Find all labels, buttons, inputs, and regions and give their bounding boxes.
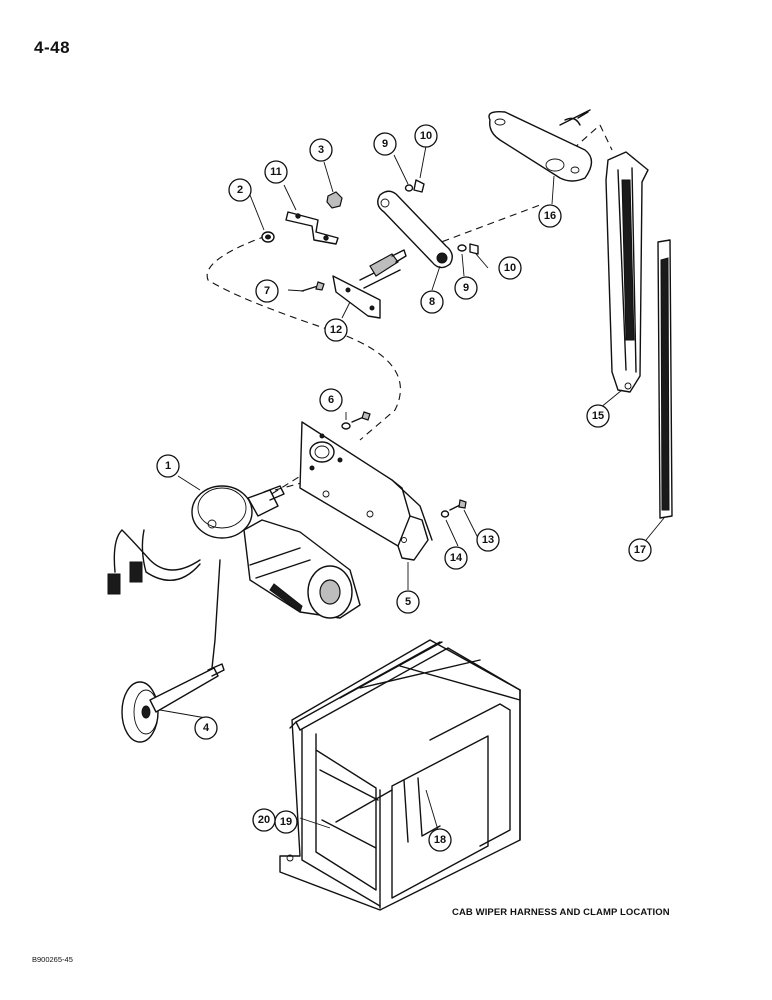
washer-clip-parts [404, 179, 479, 255]
svg-text:17: 17 [634, 544, 646, 556]
callout-16: 16 [538, 204, 562, 228]
callout-20: 20 [252, 808, 276, 832]
nut-part-3 [326, 191, 343, 209]
wiper-blade-part-17 [657, 239, 673, 519]
assembly-line-shaft [419, 124, 613, 251]
callout-9-lower: 9 [454, 276, 478, 300]
svg-text:13: 13 [482, 534, 494, 546]
callout-12: 12 [324, 318, 348, 342]
bolt-washer-parts [440, 499, 467, 518]
callout-17: 17 [628, 538, 652, 562]
svg-text:15: 15 [592, 410, 604, 422]
figure-code: B900265-45 [32, 955, 73, 964]
assembly-line-upper [206, 235, 401, 441]
page-number: 4-48 [34, 38, 71, 57]
svg-text:18: 18 [434, 834, 446, 846]
svg-text:7: 7 [264, 285, 270, 297]
svg-text:14: 14 [450, 552, 463, 564]
svg-text:19: 19 [280, 816, 292, 828]
svg-text:10: 10 [420, 130, 432, 142]
callout-10-upper: 10 [414, 124, 438, 148]
callout-10-lower: 10 [498, 256, 522, 280]
svg-text:5: 5 [405, 596, 411, 608]
svg-text:3: 3 [318, 144, 324, 156]
callout-13: 13 [476, 528, 500, 552]
svg-text:11: 11 [270, 166, 282, 178]
svg-text:6: 6 [328, 394, 334, 406]
bracket-part-11 [285, 211, 339, 245]
svg-text:4: 4 [203, 722, 210, 734]
svg-text:1: 1 [165, 460, 171, 472]
svg-text:2: 2 [237, 184, 243, 196]
callout-14: 14 [444, 546, 468, 570]
svg-text:10: 10 [504, 262, 516, 274]
svg-text:8: 8 [429, 296, 435, 308]
screw-part-7 [301, 281, 325, 292]
callout-5: 5 [396, 590, 420, 614]
callout-19: 19 [274, 810, 298, 834]
pivot-shaft-part-12 [332, 249, 407, 319]
cab-frame [279, 639, 521, 911]
callout-15: 15 [586, 404, 610, 428]
callout-9-upper: 9 [373, 132, 397, 156]
svg-text:16: 16 [544, 210, 556, 222]
callout-1: 1 [156, 454, 180, 478]
svg-text:20: 20 [258, 814, 270, 826]
wiper-arm-part-15 [605, 151, 649, 393]
callout-6: 6 [319, 388, 343, 412]
gear-shaft-part-4 [121, 663, 225, 743]
svg-text:9: 9 [463, 282, 469, 294]
callout-3: 3 [309, 138, 333, 162]
callout-8: 8 [420, 290, 444, 314]
figure-caption: CAB WIPER HARNESS AND CLAMP LOCATION [452, 907, 670, 918]
mounting-plate-part [488, 109, 593, 182]
bushing-part-2 [261, 231, 275, 243]
linkage-arm-part-8 [377, 190, 453, 269]
callout-18: 18 [428, 828, 452, 852]
callout-2: 2 [228, 178, 252, 202]
wiper-motor-part-1 [191, 485, 361, 619]
screw-washer-part-6 [341, 411, 371, 430]
svg-text:9: 9 [382, 138, 388, 150]
callout-7: 7 [255, 279, 279, 303]
callout-4: 4 [194, 716, 218, 740]
wiring-harness [107, 529, 221, 669]
svg-text:12: 12 [330, 324, 342, 336]
callout-11: 11 [264, 160, 288, 184]
motor-bracket-part-5 [299, 421, 433, 561]
leader-lines [159, 145, 665, 831]
